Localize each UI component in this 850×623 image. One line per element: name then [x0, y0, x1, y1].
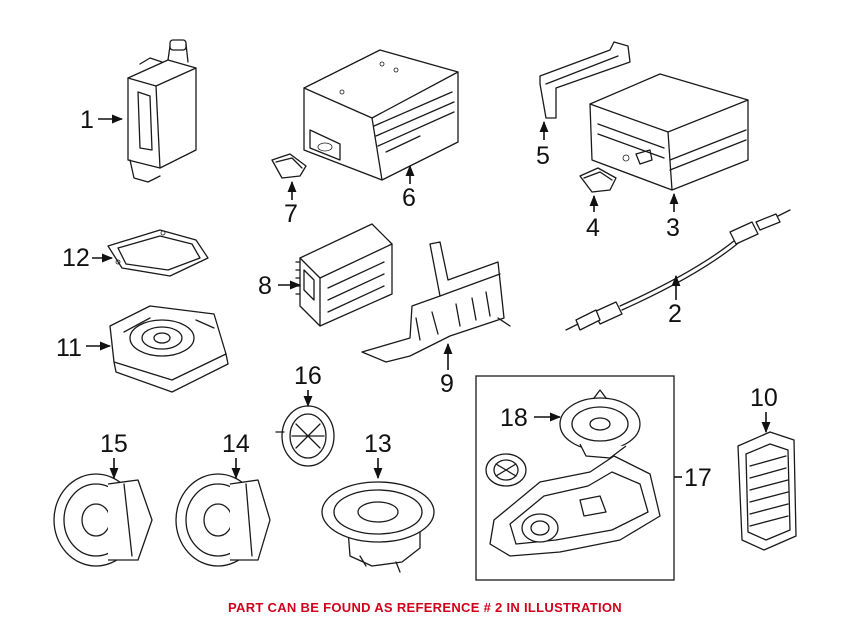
part-5-bracket[interactable] [539, 41, 631, 119]
callout-11-label: 11 [56, 334, 82, 362]
callout-17-label: 17 [684, 464, 712, 492]
part-16-tweeter[interactable] [275, 405, 335, 467]
part-14-speaker[interactable] [175, 473, 271, 567]
callout-18: 18 [500, 404, 562, 432]
part-2-antenna-cable[interactable] [565, 209, 791, 331]
callout-6: 6 [402, 164, 416, 212]
callout-4: 4 [586, 194, 600, 242]
callout-16: 16 [294, 362, 322, 408]
part-8-amplifier[interactable] [295, 223, 393, 327]
callout-17: 17 [674, 464, 712, 492]
part-17-enclosure[interactable] [489, 455, 661, 557]
callout-3-label: 3 [666, 214, 680, 242]
part-11-speaker-housing[interactable] [109, 305, 229, 393]
callout-15-label: 15 [100, 430, 128, 458]
reference-note: PART CAN BE FOUND AS REFERENCE # 2 IN IL… [228, 600, 622, 615]
callout-13: 13 [364, 430, 392, 480]
part-13-woofer[interactable] [321, 481, 435, 573]
callout-10: 10 [750, 384, 778, 434]
part-3-cd-unit[interactable] [589, 73, 749, 191]
callout-2-label: 2 [668, 300, 682, 328]
callout-15: 15 [100, 430, 128, 480]
callout-9: 9 [440, 342, 454, 398]
part-9-bracket[interactable] [361, 241, 511, 363]
callout-8-label: 8 [258, 272, 272, 300]
part-18-tweeter[interactable] [559, 389, 641, 459]
callout-7: 7 [284, 180, 298, 228]
callout-12-label: 12 [62, 244, 90, 272]
part-1-control-module[interactable] [127, 39, 197, 183]
callout-9-label: 9 [440, 370, 454, 398]
callout-18-label: 18 [500, 404, 528, 432]
callout-6-label: 6 [402, 184, 416, 212]
callout-5: 5 [536, 120, 550, 170]
part-17-cap[interactable] [485, 453, 527, 487]
callout-3: 3 [666, 192, 680, 242]
callout-1-label: 1 [80, 106, 94, 134]
part-15-speaker[interactable] [53, 473, 153, 567]
callout-2: 2 [668, 274, 682, 328]
callout-16-label: 16 [294, 362, 322, 390]
callout-13-label: 13 [364, 430, 392, 458]
callout-12: 12 [62, 244, 114, 272]
callout-1: 1 [80, 106, 124, 134]
part-4-cover[interactable] [579, 167, 617, 193]
callout-5-label: 5 [536, 142, 550, 170]
callout-10-label: 10 [750, 384, 778, 412]
callout-8: 8 [258, 272, 302, 300]
part-6-head-unit[interactable] [303, 49, 459, 181]
callout-11: 11 [56, 334, 112, 362]
part-10-grille[interactable] [737, 431, 797, 551]
callout-14-label: 14 [222, 430, 250, 458]
callout-7-label: 7 [284, 200, 298, 228]
part-7-cover[interactable] [271, 153, 307, 179]
callout-4-label: 4 [586, 214, 600, 242]
callout-14: 14 [222, 430, 250, 480]
part-12-gasket[interactable] [107, 229, 209, 277]
part-17-group-box [475, 375, 675, 581]
